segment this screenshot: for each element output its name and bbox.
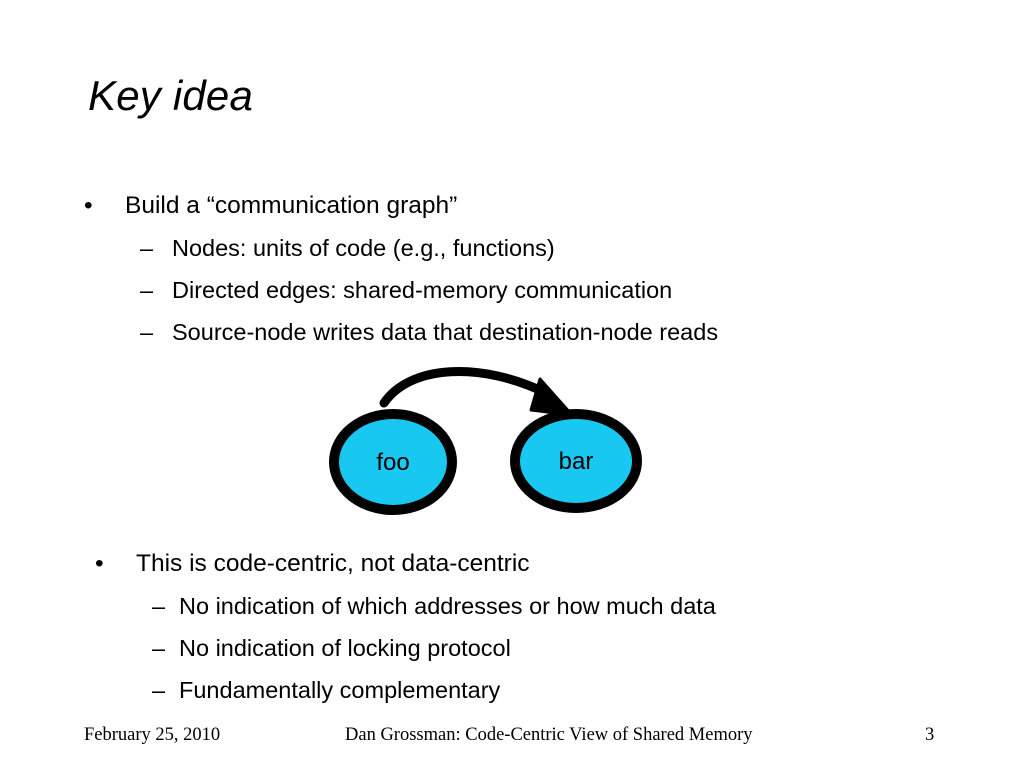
- graph-node-label-foo: foo: [376, 449, 409, 476]
- sub-bullet-marker-dash: –: [152, 635, 166, 661]
- sub-bullet-marker-dash: –: [140, 235, 154, 261]
- page-title: Key idea: [88, 72, 254, 119]
- footer-date: February 25, 2010: [84, 725, 221, 745]
- graph-edge-foo-to-bar: [379, 367, 574, 417]
- graph-node-label-bar: bar: [559, 448, 594, 475]
- sub-bullet-text: Source-node writes data that destination…: [172, 319, 719, 345]
- sub-bullet-text: No indication of which addresses or how …: [179, 593, 716, 619]
- bullet-text: This is code-centric, not data-centric: [136, 550, 530, 577]
- footer-title: Dan Grossman: Code-Centric View of Share…: [345, 725, 753, 745]
- graph-node-foo: foo: [329, 409, 457, 515]
- sub-bullet-text: Directed edges: shared-memory communicat…: [172, 277, 673, 303]
- graph-node-bar: bar: [510, 409, 642, 513]
- bullet-marker-dot: •: [95, 550, 104, 577]
- bullet-text: Build a “communication graph”: [125, 192, 458, 219]
- communication-graph-diagram: foo bar: [300, 355, 690, 530]
- sub-bullet-text: Fundamentally complementary: [179, 677, 501, 703]
- sub-bullet-marker-dash: –: [140, 277, 154, 303]
- sub-bullet-marker-dash: –: [140, 319, 154, 345]
- sub-bullet-marker-dash: –: [152, 677, 166, 703]
- footer-page-number: 3: [925, 725, 935, 745]
- bullet-marker-dot: •: [84, 192, 93, 219]
- sub-bullet-marker-dash: –: [152, 593, 166, 619]
- slide-footer: February 25, 2010 Dan Grossman: Code-Cen…: [0, 720, 1024, 754]
- sub-bullet-text: Nodes: units of code (e.g., functions): [172, 235, 555, 261]
- sub-bullet-text: No indication of locking protocol: [179, 635, 511, 661]
